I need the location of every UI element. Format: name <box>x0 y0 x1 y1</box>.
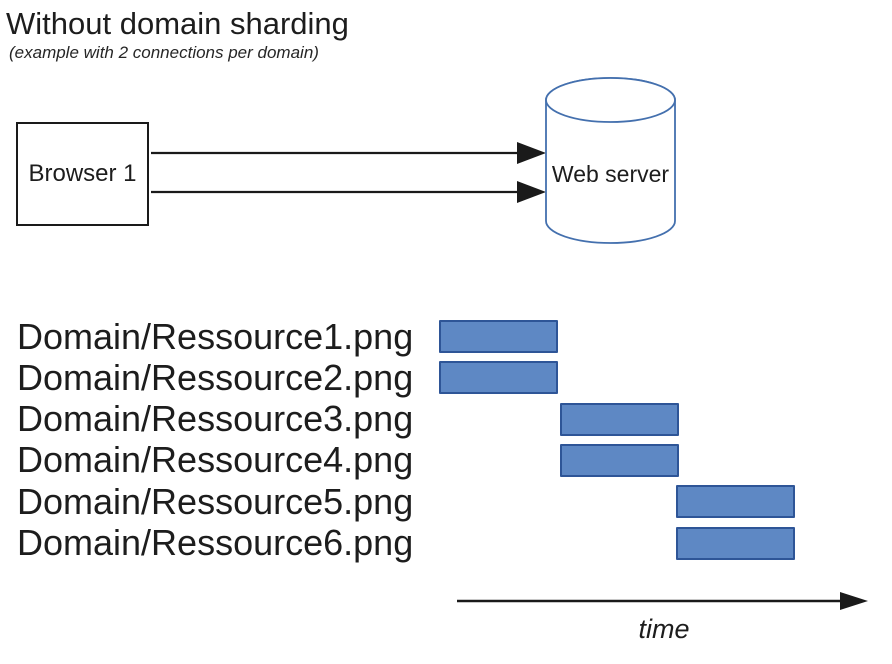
download-bar <box>676 485 795 519</box>
resource-label: Domain/Ressource2.png <box>17 356 414 398</box>
time-axis-label: time <box>638 614 690 644</box>
page-subtitle: (example with 2 connections per domain) <box>9 43 319 62</box>
resource-label: Domain/Ressource3.png <box>17 398 414 440</box>
time-axis-arrow <box>457 592 868 610</box>
download-bar <box>560 402 679 436</box>
browser-label: Browser 1 <box>28 160 137 187</box>
download-bar <box>439 320 558 353</box>
resource-label: Domain/Ressource1.png <box>17 315 414 357</box>
connection-arrow-2 <box>151 181 546 203</box>
resource-label: Domain/Ressource6.png <box>17 522 414 563</box>
download-bar <box>439 361 558 395</box>
connection-arrow-1 <box>151 142 546 164</box>
download-bar <box>560 443 679 477</box>
download-bar <box>676 526 795 560</box>
browser-node: Browser 1 <box>16 122 149 226</box>
server-cylinder-icon <box>545 77 676 244</box>
resource-label: Domain/Ressource5.png <box>17 480 414 522</box>
server-label: Web server <box>551 160 670 187</box>
page-title: Without domain sharding <box>6 6 349 41</box>
resource-label: Domain/Ressource4.png <box>17 439 414 481</box>
